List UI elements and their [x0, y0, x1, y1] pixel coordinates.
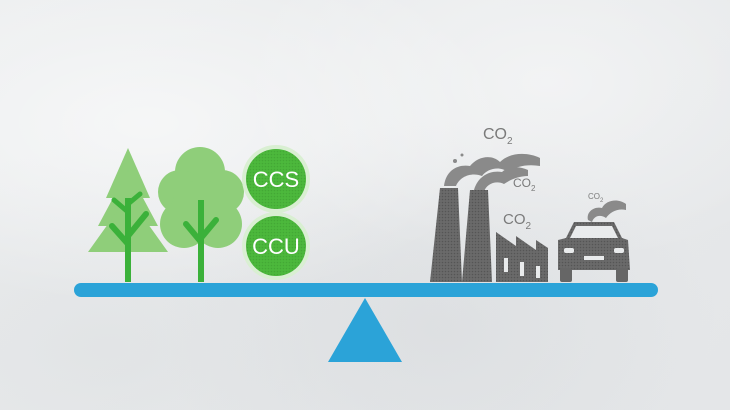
ccu-label: CCU — [252, 234, 300, 259]
balance-fulcrum — [328, 298, 402, 362]
car-icon — [558, 222, 630, 282]
co2-label-main: CO2 — [483, 126, 513, 147]
ccu-badge: CCU — [242, 212, 310, 280]
co2-label-car: CO2 — [588, 192, 604, 204]
ccs-label: CCS — [253, 167, 299, 192]
balance-beam — [74, 283, 658, 297]
ccs-badge: CCS — [242, 145, 310, 213]
factory-icon — [430, 188, 548, 282]
pine-tree-icon — [88, 148, 168, 282]
co2-label-factory: CO2 — [503, 211, 532, 232]
balance-scale-icon — [74, 283, 658, 362]
smoke-icon — [444, 153, 540, 192]
deciduous-tree-icon — [158, 147, 244, 282]
car-smoke-icon — [587, 200, 626, 222]
co2-label-secondary: CO2 — [513, 176, 536, 193]
